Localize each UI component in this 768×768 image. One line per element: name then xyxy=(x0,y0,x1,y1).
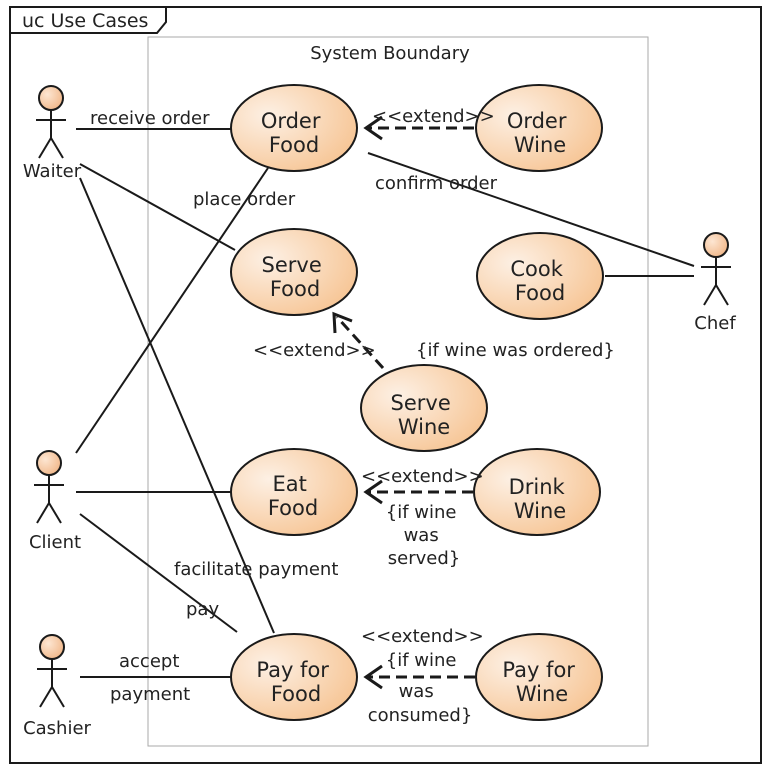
label-extend-pay-wine: <<extend>> xyxy=(361,626,484,647)
actor-waiter-name: Waiter xyxy=(23,161,82,182)
extend-arrowhead-order-food xyxy=(363,115,383,141)
label-condition-serve-wine: {if wine was ordered} xyxy=(416,340,615,361)
actor-cashier-name: Cashier xyxy=(23,718,91,739)
actor-head-icon xyxy=(38,85,64,111)
actor-chef[interactable] xyxy=(701,232,731,306)
usecase-pay-food[interactable] xyxy=(230,633,358,721)
actor-head-icon xyxy=(39,634,65,660)
label-condition-pay-wine: {if wine was consumed} xyxy=(368,650,473,726)
usecase-drink-wine[interactable] xyxy=(473,448,601,536)
label-confirm-order: confirm order xyxy=(375,173,498,194)
usecase-pay-wine-label: Pay for Wine xyxy=(502,658,581,706)
usecase-serve-wine[interactable] xyxy=(360,364,488,452)
actor-waiter[interactable] xyxy=(36,85,66,159)
usecase-order-food-label: Order Food xyxy=(261,109,327,157)
usecase-pay-wine[interactable] xyxy=(475,633,603,721)
frame-title-tab xyxy=(10,7,167,34)
label-pay: pay xyxy=(186,599,219,620)
extend-arrowhead-serve-food xyxy=(332,311,353,334)
actor-client[interactable] xyxy=(34,450,64,524)
extend-arrow-serve-wine xyxy=(335,315,385,370)
actor-cashier[interactable] xyxy=(37,634,67,708)
label-payment: payment xyxy=(110,684,190,705)
extend-arrowhead-eat-food xyxy=(363,479,383,505)
usecase-serve-wine-label: Serve Wine xyxy=(391,391,458,439)
frame-title: uc Use Cases xyxy=(22,10,148,32)
assoc-client-order-food xyxy=(75,167,269,454)
label-place-order: place order xyxy=(193,189,296,210)
usecase-eat-food-label: Eat Food xyxy=(268,472,318,520)
actor-head-icon xyxy=(36,450,62,476)
usecase-order-wine[interactable] xyxy=(475,84,603,172)
assoc-waiter-pay-food xyxy=(79,177,275,634)
assoc-chef-order-food xyxy=(367,152,695,267)
assoc-client-pay-food xyxy=(79,513,238,633)
label-receive-order: receive order xyxy=(90,108,210,129)
label-accept: accept xyxy=(119,651,179,672)
actor-client-name: Client xyxy=(29,532,81,553)
actor-head-icon xyxy=(703,232,729,258)
label-extend-drink-wine: <<extend>> xyxy=(361,466,484,487)
system-boundary xyxy=(147,36,649,747)
usecase-order-wine-label: Order Wine xyxy=(507,109,573,157)
label-extend-order-wine: <<extend>> xyxy=(372,106,495,127)
usecase-serve-food-label: Serve Food xyxy=(262,253,329,301)
label-condition-drink-wine: {if wine was served} xyxy=(386,502,462,569)
usecase-cook-food-label: Cook Food xyxy=(510,257,569,305)
usecase-eat-food[interactable] xyxy=(230,448,358,536)
label-extend-serve-wine: <<extend>> xyxy=(253,340,376,361)
assoc-waiter-serve-food xyxy=(79,163,236,251)
usecase-pay-food-label: Pay for Food xyxy=(256,658,335,706)
usecase-serve-food[interactable] xyxy=(230,228,358,316)
actor-chef-name: Chef xyxy=(694,313,736,334)
system-boundary-title: System Boundary xyxy=(310,43,470,64)
label-facilitate-payment: facilitate payment xyxy=(174,559,338,580)
usecase-cook-food[interactable] xyxy=(476,232,604,320)
usecase-order-food[interactable] xyxy=(230,84,358,172)
usecase-drink-wine-label: Drink Wine xyxy=(509,475,572,523)
diagram-frame xyxy=(9,6,762,764)
extend-arrowhead-pay-food xyxy=(363,664,383,690)
